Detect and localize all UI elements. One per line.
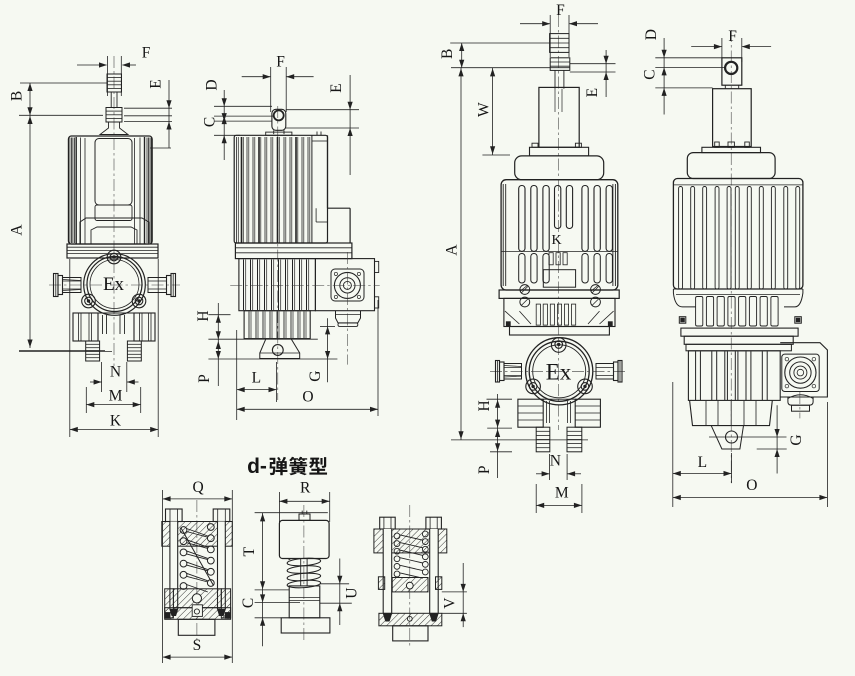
- svg-text:d-: d-: [247, 455, 267, 478]
- svg-text:N: N: [550, 452, 561, 469]
- svg-text:Q: Q: [192, 479, 203, 496]
- svg-text:T: T: [241, 547, 258, 557]
- svg-text:K: K: [551, 233, 561, 248]
- svg-text:D: D: [643, 29, 660, 40]
- svg-text:O: O: [302, 389, 313, 406]
- svg-text:C: C: [202, 117, 219, 127]
- svg-text:E: E: [148, 79, 165, 88]
- svg-text:F: F: [728, 28, 737, 45]
- svg-text:L: L: [698, 454, 707, 471]
- svg-text:B: B: [9, 91, 26, 101]
- svg-text:Ex: Ex: [546, 359, 572, 384]
- svg-text:Ex: Ex: [103, 274, 125, 295]
- svg-text:W: W: [475, 102, 492, 117]
- svg-text:G: G: [788, 434, 805, 445]
- svg-text:P: P: [196, 374, 213, 383]
- svg-text:O: O: [746, 477, 757, 494]
- svg-text:E: E: [584, 88, 601, 97]
- svg-text:B: B: [439, 49, 456, 59]
- svg-text:P: P: [476, 465, 493, 474]
- svg-text:C: C: [240, 598, 257, 608]
- svg-text:F: F: [276, 53, 285, 70]
- svg-text:E: E: [328, 83, 345, 92]
- svg-text:H: H: [476, 400, 493, 411]
- svg-text:A: A: [444, 244, 461, 256]
- svg-text:N: N: [110, 364, 121, 381]
- svg-text:F: F: [142, 45, 151, 62]
- svg-text:G: G: [307, 370, 324, 381]
- svg-text:S: S: [193, 637, 202, 654]
- svg-text:M: M: [109, 388, 123, 405]
- svg-text:L: L: [252, 370, 261, 387]
- svg-text:D: D: [204, 79, 221, 90]
- svg-text:F: F: [556, 2, 565, 19]
- svg-text:R: R: [300, 480, 311, 497]
- svg-text:M: M: [555, 484, 569, 501]
- svg-text:K: K: [110, 413, 122, 430]
- svg-text:H: H: [195, 310, 212, 321]
- svg-text:C: C: [642, 69, 659, 79]
- svg-text:V: V: [442, 597, 459, 609]
- svg-text:U: U: [343, 587, 360, 598]
- svg-text:A: A: [9, 224, 26, 236]
